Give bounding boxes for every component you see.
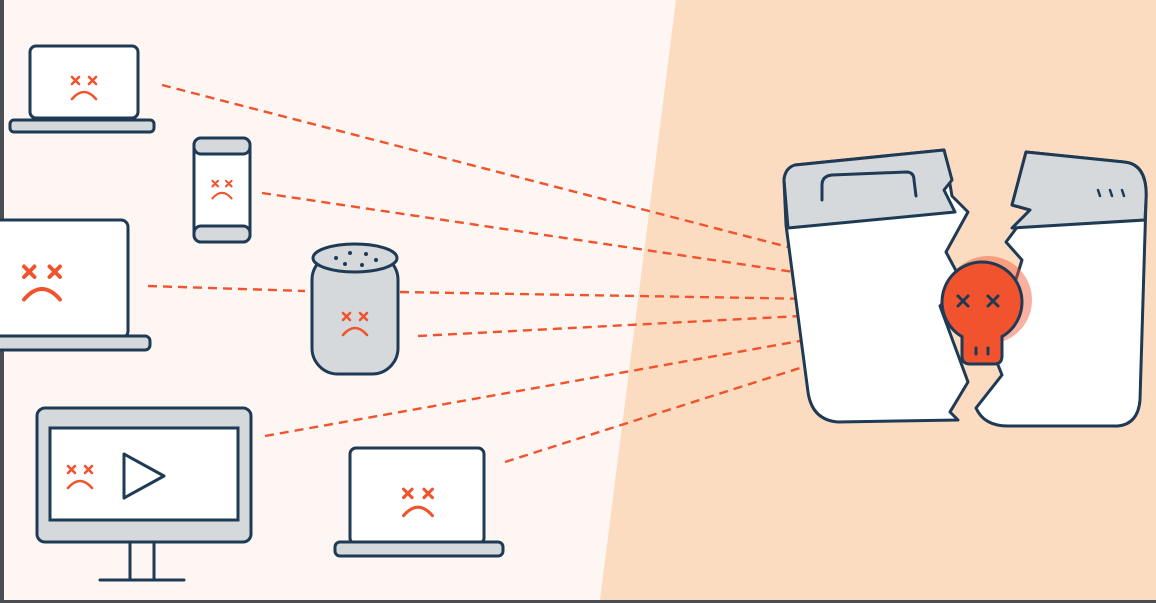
laptop-icon [0, 220, 150, 350]
smartphone-icon [194, 138, 250, 242]
laptop-icon [10, 46, 154, 132]
smart-speaker-icon [312, 244, 398, 374]
laptop-icon [335, 448, 503, 556]
